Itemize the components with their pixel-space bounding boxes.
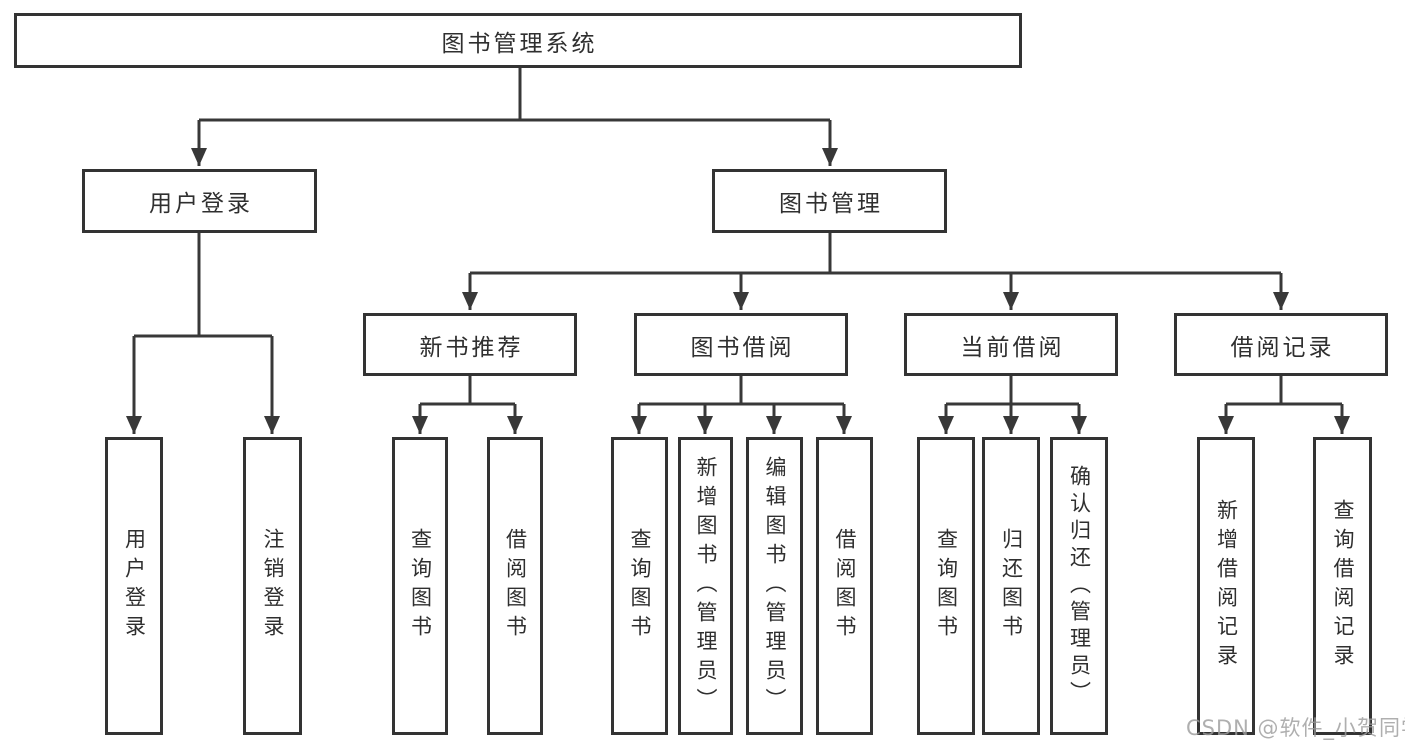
leaf-query-borrow-record: 查询借阅记录 xyxy=(1313,437,1372,735)
leaf-add-books-admin: 新增图书（管理员） xyxy=(678,437,733,735)
leaf-logout: 注销登录 xyxy=(243,437,302,735)
leaf-edit-books-admin: 编辑图书（管理员） xyxy=(746,437,803,735)
node-user-login: 用户登录 xyxy=(82,169,317,233)
csdn-watermark: CSDN @软件_小贺同学 xyxy=(1186,716,1405,740)
leaf-query-books-borrowing: 查询图书 xyxy=(611,437,668,735)
leaf-borrow-books-recommend: 借阅图书 xyxy=(487,437,543,735)
node-borrowing-records: 借阅记录 xyxy=(1174,313,1388,376)
leaf-confirm-return-admin: 确认归还（管理员） xyxy=(1050,437,1108,735)
node-new-book-recommend: 新书推荐 xyxy=(363,313,577,376)
node-book-borrowing-label: 图书借阅 xyxy=(690,334,795,361)
leaf-add-borrow-record: 新增借阅记录 xyxy=(1197,437,1255,735)
leaf-query-books-current-label: 查询图书 xyxy=(934,528,959,644)
leaf-add-borrow-record-label: 新增借阅记录 xyxy=(1214,499,1239,673)
leaf-edit-books-admin-label: 编辑图书（管理员） xyxy=(763,455,787,717)
leaf-logout-label: 注销登录 xyxy=(261,528,285,644)
node-current-borrowing-label: 当前借阅 xyxy=(960,334,1065,361)
leaf-query-borrow-record-label: 查询借阅记录 xyxy=(1331,499,1355,673)
node-library-system: 图书管理系统 xyxy=(14,13,1022,68)
node-current-borrowing: 当前借阅 xyxy=(904,313,1118,376)
leaf-return-books-label: 归还图书 xyxy=(999,528,1024,644)
node-user-login-label: 用户登录 xyxy=(149,191,253,217)
node-book-management: 图书管理 xyxy=(712,169,947,233)
leaf-user-login-label: 用户登录 xyxy=(122,528,147,644)
leaf-borrow-books-borrowing-label: 借阅图书 xyxy=(833,528,857,644)
node-book-borrowing: 图书借阅 xyxy=(634,313,848,376)
node-book-management-label: 图书管理 xyxy=(779,191,883,217)
leaf-borrow-books-borrowing: 借阅图书 xyxy=(816,437,873,735)
leaf-confirm-return-admin-label: 确认归还（管理员） xyxy=(1067,464,1092,708)
node-borrowing-records-label: 借阅记录 xyxy=(1230,334,1335,361)
leaf-return-books: 归还图书 xyxy=(982,437,1040,735)
leaf-query-books-current: 查询图书 xyxy=(917,437,975,735)
leaf-query-books-borrowing-label: 查询图书 xyxy=(628,528,652,644)
leaf-add-books-admin-label: 新增图书（管理员） xyxy=(694,455,718,717)
leaf-query-books-recommend: 查询图书 xyxy=(392,437,448,735)
node-library-system-label: 图书管理系统 xyxy=(441,30,598,57)
node-new-book-recommend-label: 新书推荐 xyxy=(419,334,524,361)
leaf-borrow-books-recommend-label: 借阅图书 xyxy=(503,528,528,644)
leaf-user-login: 用户登录 xyxy=(105,437,163,735)
leaf-query-books-recommend-label: 查询图书 xyxy=(408,528,433,644)
